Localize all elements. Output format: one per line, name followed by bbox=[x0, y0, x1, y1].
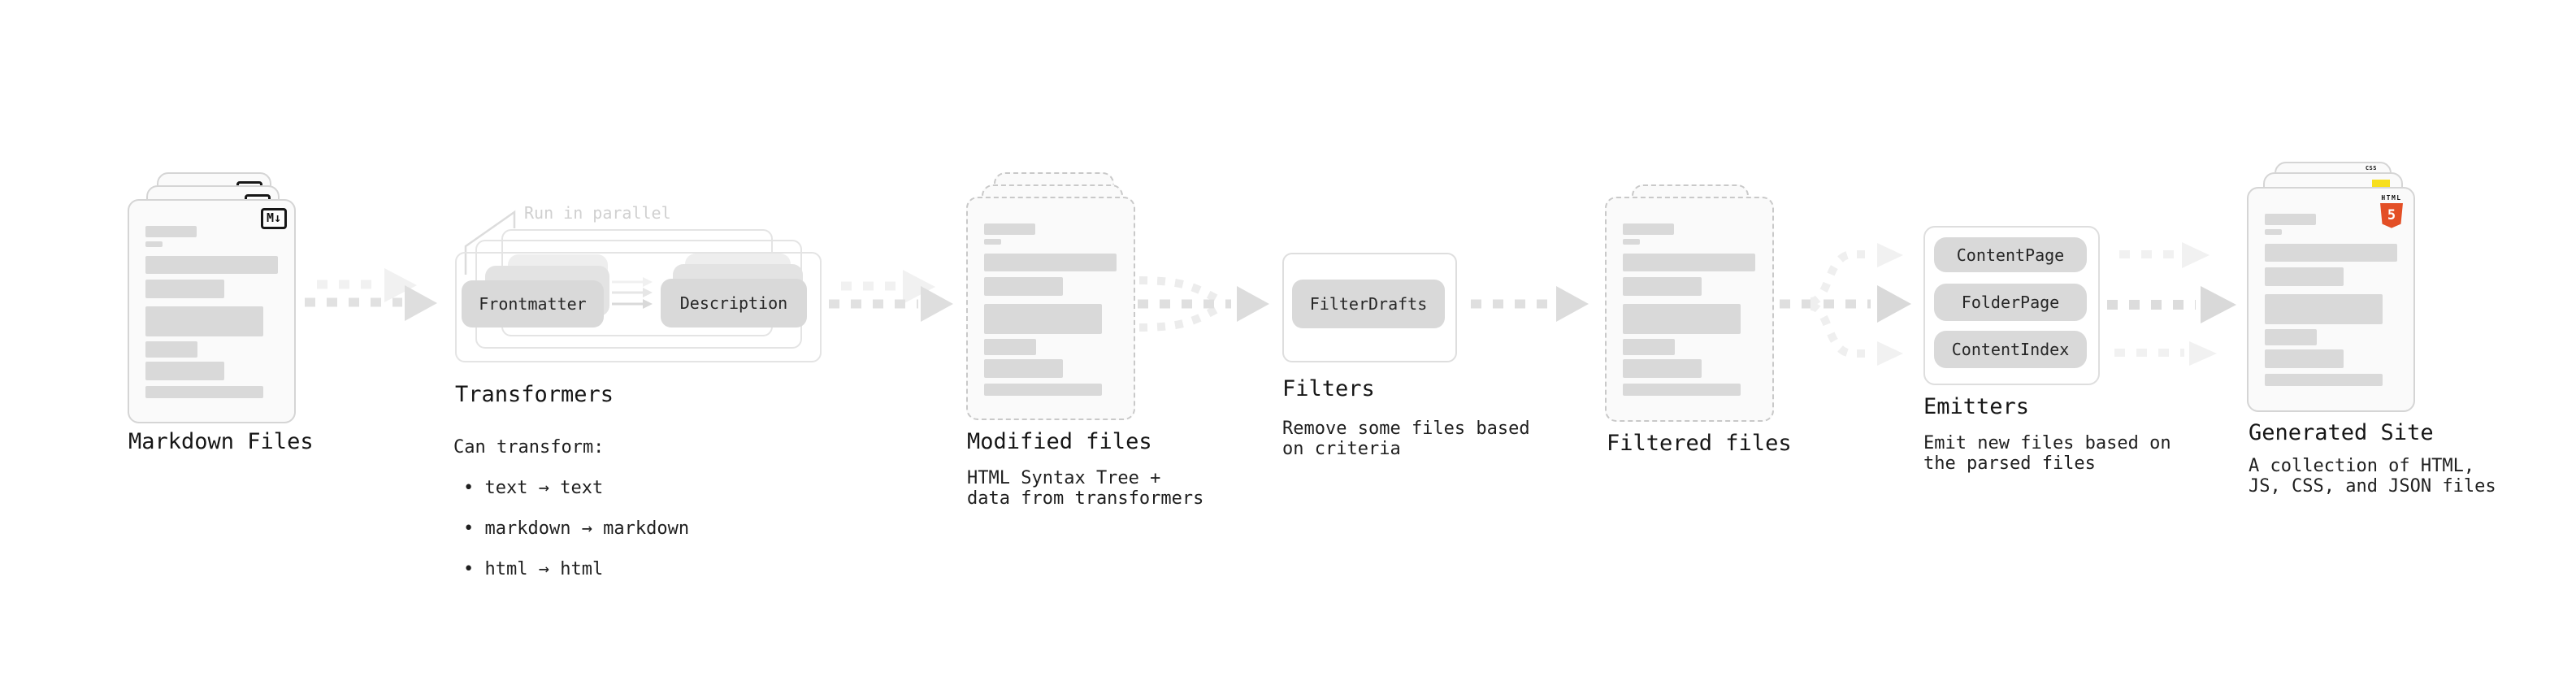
modified-files-label: Modified files bbox=[967, 429, 1152, 454]
folderpage-node: FolderPage bbox=[1934, 284, 2087, 321]
doc-content-bar bbox=[2265, 329, 2317, 345]
split-curve-bottom bbox=[1809, 302, 1873, 358]
markdown-files-label: Markdown Files bbox=[128, 429, 314, 454]
generated-html-doc: HTML 5 bbox=[2247, 187, 2415, 412]
markdown-file-doc: M↓ bbox=[128, 199, 296, 423]
arrowhead-icon bbox=[1556, 286, 1589, 322]
contentindex-node: ContentIndex bbox=[1934, 331, 2087, 368]
html5-icon: HTML 5 bbox=[2379, 194, 2404, 228]
generated-site-caption: A collection of HTML, JS, CSS, and JSON … bbox=[2249, 456, 2496, 497]
doc-content-bar bbox=[984, 384, 1102, 396]
doc-content-bar bbox=[984, 277, 1063, 296]
doc-content-bar bbox=[2265, 267, 2344, 286]
doc-content-bar bbox=[2265, 229, 2282, 235]
emitters-caption: Emit new files based on the parsed files bbox=[1923, 433, 2171, 474]
doc-content-bar bbox=[2265, 349, 2344, 368]
doc-content-bar bbox=[1623, 384, 1741, 396]
frontmatter-node: Frontmatter bbox=[462, 280, 604, 327]
doc-content-bar bbox=[984, 339, 1036, 355]
filtered-files-label: Filtered files bbox=[1607, 431, 1792, 456]
html5-icon-shield: 5 bbox=[2380, 202, 2403, 228]
doc-content-bar bbox=[145, 241, 163, 247]
doc-content-bar bbox=[145, 386, 263, 398]
arrowhead-icon bbox=[643, 288, 653, 297]
html5-icon-label: HTML bbox=[2381, 194, 2402, 202]
doc-content-bar bbox=[1623, 277, 1702, 296]
bullet-item: • text → text bbox=[463, 478, 604, 498]
arrowhead-icon bbox=[2182, 242, 2210, 268]
run-in-parallel-annotation: Run in parallel bbox=[524, 203, 671, 223]
arrowhead-icon bbox=[405, 285, 437, 321]
annotation-leader-line bbox=[464, 210, 516, 275]
doc-content-bar bbox=[145, 306, 263, 336]
arrowhead-icon bbox=[903, 270, 935, 304]
doc-content-bar bbox=[984, 239, 1001, 245]
arrowhead-icon bbox=[643, 277, 653, 287]
doc-content-bar bbox=[1623, 223, 1674, 235]
merge-curve-top bbox=[1138, 276, 1220, 303]
doc-content-bar bbox=[145, 362, 224, 380]
doc-content-bar bbox=[145, 226, 197, 237]
arrowhead-icon bbox=[2189, 341, 2217, 366]
doc-content-bar bbox=[1623, 339, 1675, 355]
doc-content-bar bbox=[984, 359, 1063, 378]
doc-content-bar bbox=[984, 223, 1035, 235]
doc-content-bar bbox=[145, 341, 197, 358]
doc-content-bar bbox=[1623, 254, 1755, 271]
arrowhead-icon bbox=[1877, 285, 1911, 323]
filters-label: Filters bbox=[1282, 376, 1375, 401]
doc-content-bar bbox=[984, 304, 1102, 334]
arrowhead-icon bbox=[921, 286, 953, 322]
doc-content-bar bbox=[2265, 214, 2316, 225]
modified-files-caption: HTML Syntax Tree + data from transformer… bbox=[967, 468, 1204, 509]
contentpage-node: ContentPage bbox=[1934, 237, 2087, 272]
doc-content-bar bbox=[2265, 294, 2383, 324]
doc-content-bar bbox=[1623, 304, 1741, 334]
arrowhead-icon bbox=[2201, 286, 2236, 323]
doc-content-bar bbox=[145, 280, 224, 298]
transformers-box bbox=[455, 252, 822, 362]
caption-title: Can transform: bbox=[453, 437, 605, 458]
doc-content-bar bbox=[1623, 239, 1640, 245]
filters-caption: Remove some files based on criteria bbox=[1282, 419, 1530, 459]
emitters-label: Emitters bbox=[1923, 394, 2030, 419]
generated-site-label: Generated Site bbox=[2249, 420, 2434, 445]
arrowhead-icon bbox=[1877, 243, 1903, 267]
description-node: Description bbox=[661, 279, 807, 327]
arrowhead-icon bbox=[384, 268, 417, 302]
arrowhead-icon bbox=[1877, 341, 1903, 366]
bullet-item: • html → html bbox=[463, 559, 604, 579]
split-curve-top bbox=[1809, 250, 1873, 306]
filterdrafts-node: FilterDrafts bbox=[1292, 280, 1445, 328]
transformers-label: Transformers bbox=[455, 382, 614, 407]
doc-content-bar bbox=[1623, 359, 1702, 378]
doc-content-bar bbox=[984, 254, 1117, 271]
doc-content-bar bbox=[2265, 244, 2397, 262]
doc-content-bar bbox=[145, 256, 278, 274]
filtered-file-doc bbox=[1605, 197, 1774, 422]
transformers-caption: Can transform: • text → text • markdown … bbox=[453, 417, 689, 600]
modified-file-doc bbox=[966, 197, 1135, 420]
merge-curve-bottom bbox=[1138, 305, 1220, 332]
doc-content-bar bbox=[2265, 374, 2383, 386]
arrowhead-icon bbox=[1237, 286, 1269, 322]
markdown-icon: M↓ bbox=[260, 208, 287, 229]
arrowhead-icon bbox=[643, 299, 653, 309]
bullet-item: • markdown → markdown bbox=[463, 518, 690, 539]
